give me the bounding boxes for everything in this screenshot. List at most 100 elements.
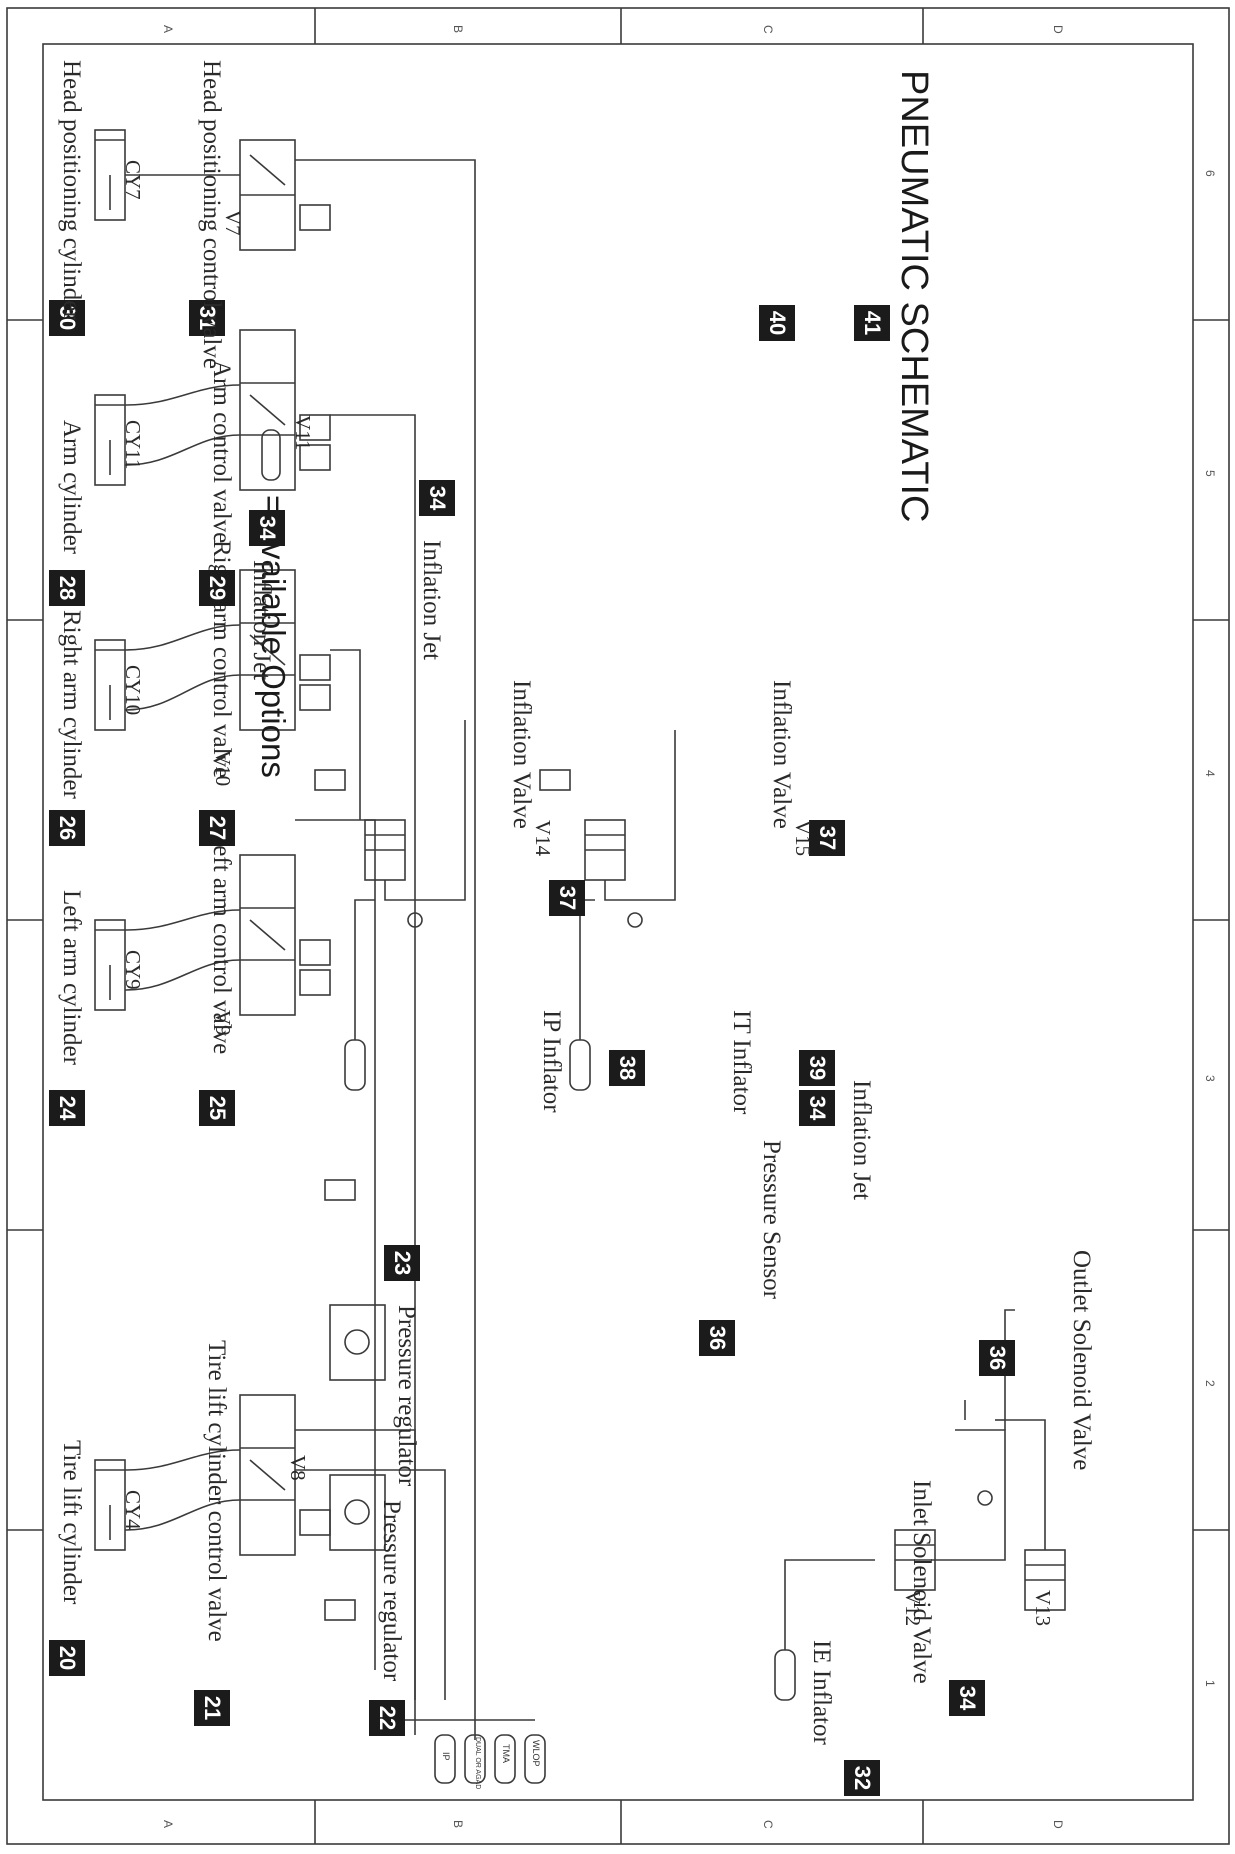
it-circuit [314,720,466,1091]
tag-v13: V13 [1031,1590,1055,1627]
label-right-arm-cylinder: Right arm cylinder [58,610,85,799]
zone-letter: D [1051,25,1065,34]
tag-cy4: CY4 [121,1490,145,1530]
tag-cy10: CY10 [121,665,145,716]
label-inflation-valve-it: Inflation Valve [768,680,795,829]
tag-v7: V7 [221,210,245,236]
zone-number: 6 [1203,170,1217,177]
label-tire-lift-cylinder: Tire lift cylinder [58,1440,85,1605]
cylinder-cy9 [94,919,126,1011]
label-pressure-regulator-22: Pressure regulator [378,1500,405,1682]
tag-v15: V15 [791,820,815,857]
label-head-positioning-cylinder: Head positioning cylinder [58,60,85,320]
label-inflation-jet-ip: Inflation Jet [248,560,275,681]
valve-v8 [239,1394,296,1556]
tag-v12: V12 [901,1590,925,1627]
callout-35: 34 [949,1680,985,1716]
valve-v11 [239,329,296,491]
callout-29: 29 [199,570,235,606]
label-left-arm-cylinder: Left arm cylinder [58,890,85,1065]
tag-v11: V11 [291,415,315,451]
callout-27: 27 [199,810,235,846]
callout-40: 40 [759,305,795,341]
label-inflation-jet-ie: Inflation Jet [848,1080,875,1201]
label-pressure-sensor: Pressure Sensor [758,1140,785,1300]
tag-v9: V9 [211,1010,235,1036]
cylinder-cy11 [94,394,126,486]
page-title: PNEUMATIC SCHEMATIC [893,70,935,523]
ip-circuit [539,730,676,1091]
zone-letter: A [161,1820,175,1829]
callout-38: 38 [609,1050,645,1086]
supply-lines [295,159,535,1740]
callout-33: 32 [844,1760,880,1796]
cylinder-cy10 [94,639,126,731]
outer-frame [6,7,1230,1845]
callout-21: 21 [194,1690,230,1726]
cylinder-hoses [124,174,241,1531]
label-ip-inflator: IP Inflator [538,1010,565,1113]
zone-letter: A [161,25,175,34]
callout-28: 28 [49,570,85,606]
label-tire-lift-control-valve: Tire lift cylinder control valve [203,1340,230,1642]
label-ie-inflator: IE Inflator [808,1640,835,1745]
callout-32: 36 [699,1320,735,1356]
callout-25: 25 [199,1090,235,1126]
tag-v8: V8 [286,1455,310,1481]
zone-number: 5 [1203,470,1217,477]
tag-v14: V14 [531,820,555,857]
callout-39: 39 [799,1050,835,1086]
zone-letter: C [761,25,775,34]
legend-pill-icon [261,429,281,481]
tag-cy11: CY11 [121,420,145,470]
tag-v10: V10 [211,750,235,787]
label-arm-cylinder: Arm cylinder [58,420,85,554]
pressure-regulator-22 [324,1474,386,1621]
valve-v10 [239,569,296,731]
label-outlet-solenoid-valve: Outlet Solenoid Valve [1068,1250,1095,1471]
callout-37-ip: 37 [549,880,585,916]
callout-34-ie: 34 [799,1090,835,1126]
callout-34-ip: 34 [249,510,285,546]
zone-letter: B [451,25,465,34]
zone-letter: D [1051,1820,1065,1829]
port-ip: IP [441,1752,451,1761]
callout-20: 20 [49,1640,85,1676]
valve-v9 [239,854,296,1016]
callout-23: 23 [384,1245,420,1281]
valve-v7 [239,139,296,251]
callout-36: 36 [979,1340,1015,1376]
inner-frame [42,43,1194,1801]
label-inlet-solenoid-valve: Inlet Solenoid Valve [908,1480,935,1684]
zone-number: 2 [1203,1380,1217,1387]
port-tma: TMA [501,1744,511,1763]
cylinder-cy4 [94,1459,126,1551]
zone-number: 1 [1203,1680,1217,1687]
label-arm-control-valve: Arm control valve [208,360,235,544]
label-inflation-jet-it: Inflation Jet [418,540,445,661]
callout-34-it: 34 [419,480,455,516]
tag-cy7: CY7 [121,160,145,200]
ie-circuit [774,1309,1066,1701]
callout-22: 22 [369,1700,405,1736]
callout-24: 24 [49,1090,85,1126]
label-it-inflator: IT Inflator [728,1010,755,1115]
tag-cy9: CY9 [121,950,145,990]
callout-26: 26 [49,810,85,846]
port-pills [434,1734,546,1784]
port-dual-agad: DUAL OR AGAD [474,1737,481,1790]
label-inflation-valve-ip: Inflation Valve [508,680,535,829]
zone-number: 3 [1203,1075,1217,1082]
pressure-regulator-23 [324,1179,386,1381]
solenoids [299,204,331,1536]
label-pressure-regulator-23: Pressure regulator [393,1305,420,1487]
zone-letter: B [451,1820,465,1829]
zone-dividers [7,8,1229,1844]
zone-letter: C [761,1820,775,1829]
zone-number: 4 [1203,770,1217,777]
port-wlop: WLOP [531,1740,541,1767]
callout-41: 41 [854,305,890,341]
